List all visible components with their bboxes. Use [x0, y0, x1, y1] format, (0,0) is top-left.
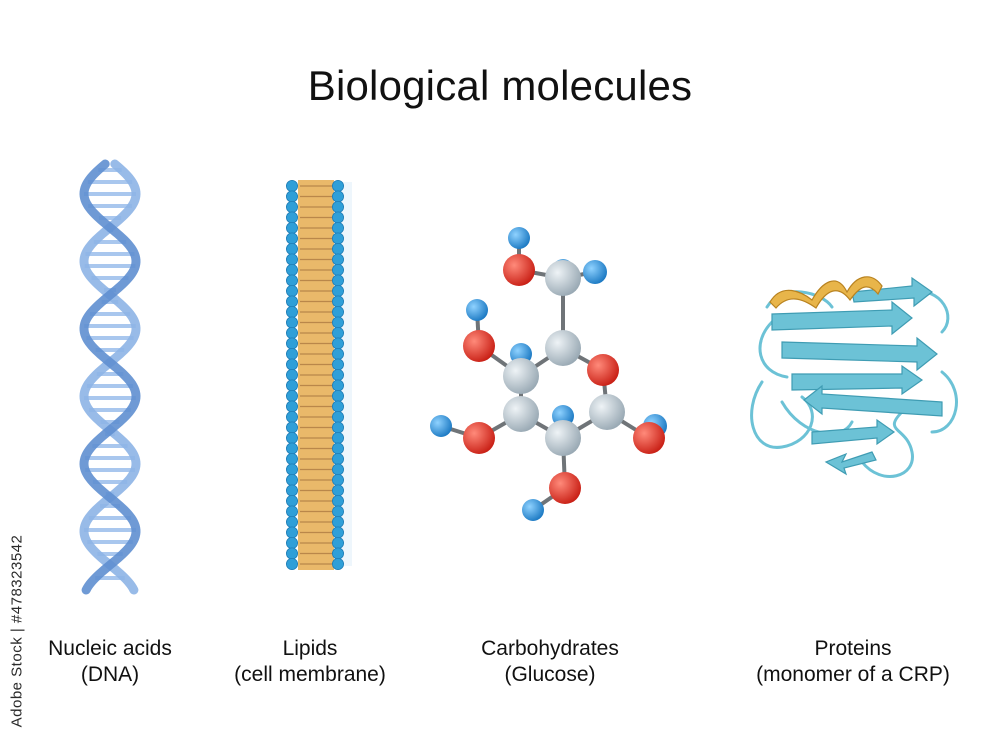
label-nucleic-acids: Nucleic acids (DNA) [48, 637, 172, 686]
dna-helix-icon [79, 159, 141, 595]
stock-watermark: Adobe Stock | #478323542 [8, 534, 26, 728]
label-carbohydrates: Carbohydrates (Glucose) [481, 637, 619, 686]
page-title: Biological molecules [307, 62, 693, 109]
label-proteins: Proteins (monomer of a CRP) [756, 637, 950, 686]
glucose-molecule-icon [430, 227, 667, 521]
protein-ribbon-icon [750, 276, 958, 478]
label-lipids: Lipids (cell membrane) [234, 637, 386, 686]
lipid-bilayer-icon [285, 180, 352, 570]
